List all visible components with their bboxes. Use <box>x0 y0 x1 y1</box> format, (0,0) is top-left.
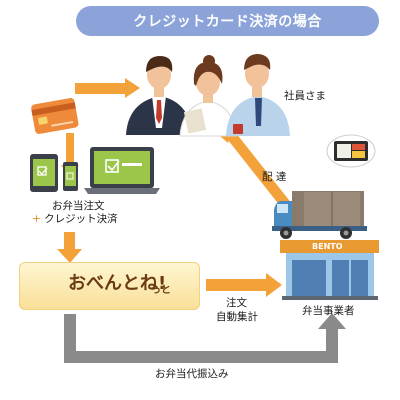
credit-card-icon <box>31 98 79 134</box>
brand-name: おべんとね! <box>68 273 167 294</box>
aggregation-label-line2: 自動集計 <box>216 311 258 323</box>
brand-logo-box <box>19 262 200 310</box>
vendor-label: 弁当事業者 <box>302 305 355 317</box>
aggregation-label-line1: 注文 <box>226 297 247 309</box>
store-sign-text: BENTO <box>312 242 343 251</box>
delivery-label: 配 達 <box>262 171 287 183</box>
order-label-line2: + クレジット決済 <box>32 213 118 226</box>
tablet-icon <box>30 154 58 192</box>
arrow-devices-to-brand <box>57 232 82 263</box>
order-label-line1: お弁当注文 <box>52 200 105 212</box>
title-text: クレジットカード決済の場合 <box>133 14 322 30</box>
payment-transfer-label: お弁当代振込み <box>155 368 229 380</box>
employee-man-right <box>226 54 290 136</box>
employees-illustration <box>126 54 290 137</box>
arrow-brand-to-vendor <box>206 273 282 297</box>
employee-woman <box>179 55 237 137</box>
credit-payment-text: クレジット決済 <box>44 213 118 225</box>
bento-store-icon <box>280 240 379 300</box>
employees-label: 社員さま <box>284 90 326 102</box>
bento-box-icon <box>326 134 376 168</box>
title-banner: クレジットカード決済の場合 <box>76 6 379 36</box>
arrow-payment-transfer <box>64 313 346 363</box>
delivery-truck-icon <box>272 191 367 239</box>
brand-name-suffix: っと <box>151 285 171 296</box>
plus-sign: + <box>32 213 41 225</box>
arrow-card-to-employees <box>75 78 140 98</box>
laptop-icon <box>84 147 160 194</box>
smartphone-icon <box>63 162 78 191</box>
employee-man-left <box>126 56 192 135</box>
